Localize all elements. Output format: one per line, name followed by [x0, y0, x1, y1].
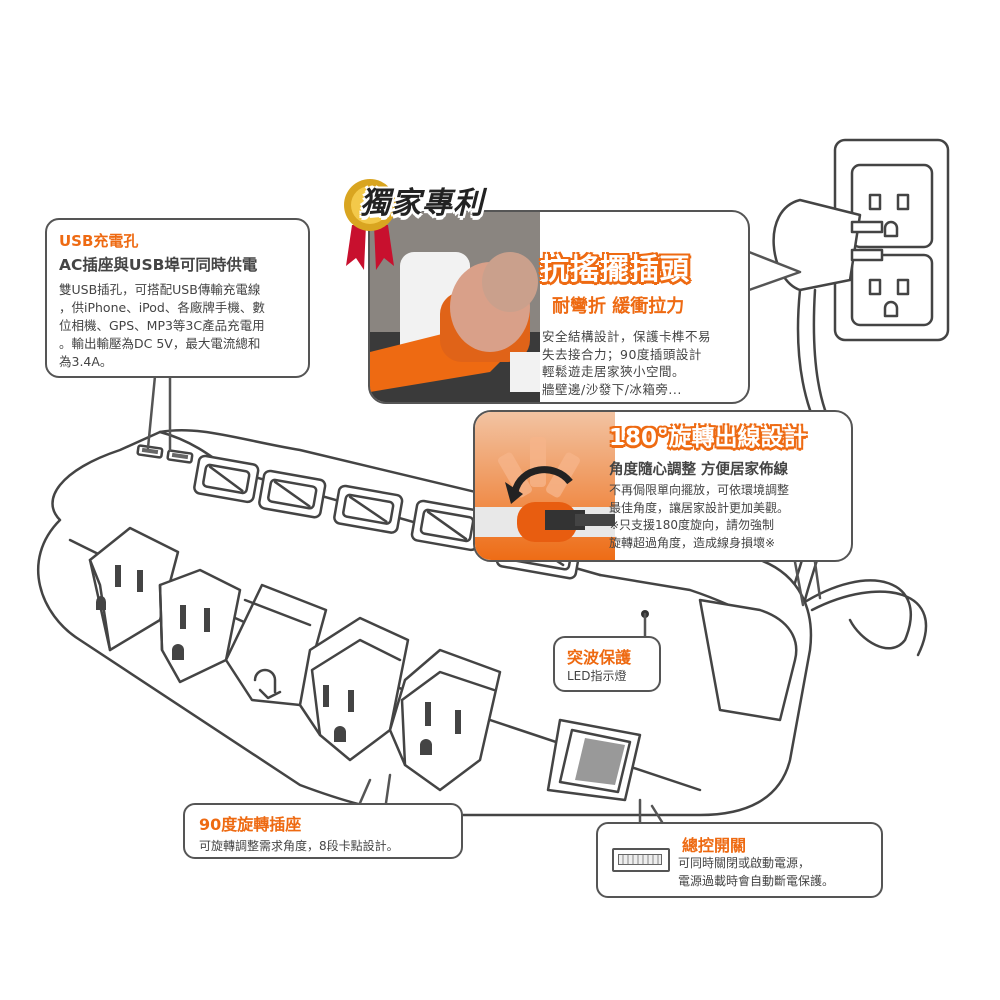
usb-description: 雙USB插孔，可搭配USB傳輸充電線 ，供iPhone、iPod、各廠牌手機、數… — [59, 281, 296, 371]
switch-description-line: 可同時關閉或啟動電源， — [678, 856, 811, 870]
exclusive-patent-badge: 獨家專利 — [360, 186, 484, 221]
usb-description-line: 為3.4A。 — [59, 354, 113, 369]
rotate-text-panel: 180°旋轉出線設計 角度隨心調整 方便居家佈線 不再侷限單向擺放，可依環境調整… — [603, 412, 851, 560]
rotating-outlets — [88, 526, 502, 792]
plug-title: 抗搖擺插頭 — [540, 252, 691, 286]
rotate-description-line: 旋轉超過角度，造成線身損壞※ — [609, 535, 776, 550]
usb-subtitle: AC插座與USB埠可同時供電 — [59, 256, 258, 274]
switch-description-line: 電源過載時會自動斷電保護。 — [678, 874, 835, 888]
outlet-switches — [193, 454, 584, 580]
plug-text-panel: 抗搖擺插頭 耐彎折 緩衝拉力 安全結構設計，保護卡榫不易 失去接合力；90度插頭… — [522, 212, 748, 402]
plug-callout-pointer — [747, 250, 802, 292]
master-switch-hardware — [546, 598, 798, 802]
plug-description-line: 輕鬆遊走居家狹小空間。 — [542, 364, 686, 379]
ribbon-rosette-icon — [344, 179, 396, 270]
surge-description: LED指示燈 — [567, 669, 627, 683]
rotate-description-line: 不再侷限單向擺放，可依環境調整 — [609, 483, 790, 497]
surge-title: 突波保護 — [567, 648, 632, 667]
usb-title: USB充電孔 — [59, 232, 139, 250]
rotate-subtitle: 角度隨心調整 方便居家佈線 — [609, 462, 789, 478]
rotate-description-line: ※只支援180度旋向，請勿強制 — [609, 518, 774, 532]
rotating-cord-callout: 180°旋轉出線設計 角度隨心調整 方便居家佈線 不再侷限單向擺放，可依環境調整… — [473, 410, 853, 562]
usb-description-line: ，供iPhone、iPod、各廠牌手機、數 — [59, 300, 265, 315]
plug-subtitle: 耐彎折 緩衝拉力 — [552, 296, 685, 317]
rocker-switch-icon — [612, 848, 670, 872]
usb-ports — [136, 444, 194, 464]
usb-description-line: 。輸出輸壓為DC 5V，最大電流總和 — [59, 336, 261, 351]
master-switch-callout: 總控開關 可同時關閉或啟動電源， 電源過載時會自動斷電保護。 — [596, 822, 883, 898]
rotating-outlet-callout: 90度旋轉插座 可旋轉調整需求角度，8段卡點設計。 — [183, 803, 463, 859]
rotate-description: 不再侷限單向擺放，可依環境調整 最佳角度，讓居家設計更加美觀。 ※只支援180度… — [609, 482, 789, 552]
usb-description-line: 位相機、GPS、MP3等3C產品充電用 — [59, 318, 265, 333]
callout-pointers — [146, 374, 822, 824]
plug-photo-illustration — [370, 212, 540, 402]
plug-description-line: 安全結構設計，保護卡榫不易 — [542, 329, 712, 344]
outlet-description: 可旋轉調整需求角度，8段卡點設計。 — [199, 839, 399, 853]
rotate-description-line: 最佳角度，讓居家設計更加美觀。 — [609, 500, 790, 515]
plug-description: 安全結構設計，保護卡榫不易 失去接合力；90度插頭設計 輕鬆遊走居家狹小空間。 … — [542, 328, 744, 398]
anti-sway-plug-callout: 抗搖擺插頭 耐彎折 緩衝拉力 安全結構設計，保護卡榫不易 失去接合力；90度插頭… — [368, 210, 750, 404]
switch-title: 總控開關 — [682, 836, 747, 855]
rotating-cord-photo-illustration — [475, 412, 615, 560]
plug-description-line: 失去接合力；90度插頭設計 — [542, 346, 702, 362]
surge-protection-callout: 突波保護 LED指示燈 — [553, 636, 661, 692]
rotate-title: 180°旋轉出線設計 — [609, 425, 807, 451]
switch-description: 可同時關閉或啟動電源， 電源過載時會自動斷電保護。 — [678, 854, 834, 890]
usb-description-line: 雙USB插孔，可搭配USB傳輸充電線 — [59, 282, 261, 297]
wall-outlet — [833, 138, 950, 342]
usb-charging-callout: USB充電孔 AC插座與USB埠可同時供電 雙USB插孔，可搭配USB傳輸充電線… — [45, 218, 310, 378]
plug-description-line: 牆壁邊/沙發下/冰箱旁... — [542, 381, 682, 397]
outlet-title: 90度旋轉插座 — [199, 815, 302, 834]
